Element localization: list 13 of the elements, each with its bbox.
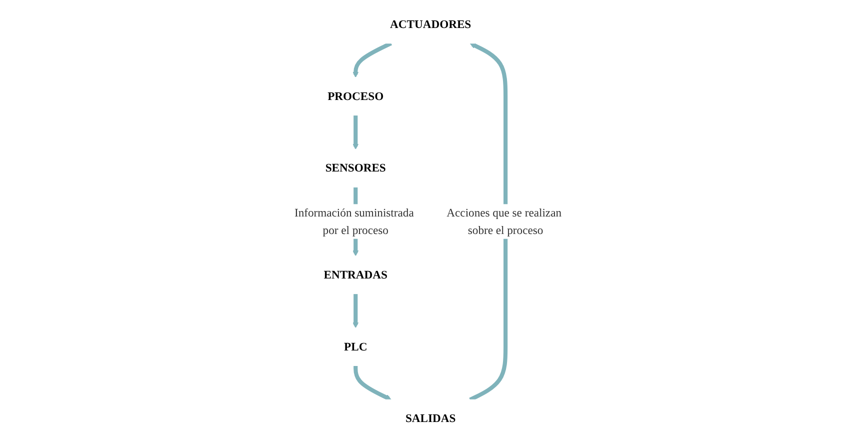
edge-label: Acciones que se realizan sobre el proceso bbox=[446, 206, 562, 236]
arrow bbox=[353, 366, 392, 400]
arrow bbox=[469, 42, 508, 402]
arrow bbox=[352, 294, 359, 328]
node-text: PLC bbox=[344, 340, 368, 354]
arrow bbox=[352, 41, 392, 78]
node-text: ACTUADORES bbox=[390, 18, 472, 31]
node-text: ENTRADAS bbox=[324, 268, 388, 282]
edge-label: Información suministrada por el proceso bbox=[294, 206, 414, 236]
arrow bbox=[352, 115, 359, 150]
node-text: SENSORES bbox=[325, 162, 386, 174]
node-text: PROCESO bbox=[328, 90, 384, 103]
node-text: SALIDAS bbox=[405, 412, 456, 425]
